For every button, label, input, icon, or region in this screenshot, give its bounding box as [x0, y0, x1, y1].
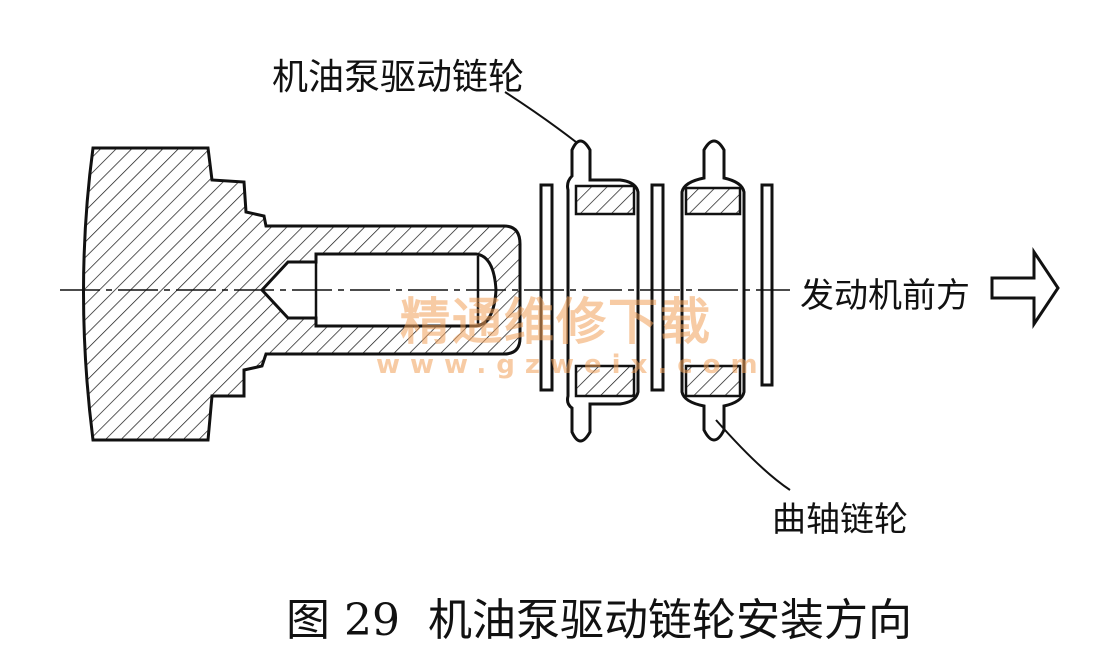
- washer-left: [539, 183, 554, 392]
- figure-title: 机油泵驱动链轮安装方向: [427, 595, 912, 646]
- leader-line-crankshaft-sprocket: [715, 419, 791, 491]
- leader-line-oil-pump-sprocket: [504, 91, 577, 143]
- washer-middle: [650, 183, 665, 392]
- washer-right: [760, 183, 774, 387]
- crankshaft-sprocket-section-top: [684, 186, 742, 216]
- figure-caption: 图 29 机油泵驱动链轮安装方向: [286, 584, 912, 648]
- engine-front-label: 发动机前方: [800, 276, 970, 316]
- oil-pump-sprocket-label: 机油泵驱动链轮: [272, 57, 525, 98]
- crankshaft-sprocket-label: 曲轴链轮: [772, 500, 908, 540]
- right-arrow-outline-icon: [990, 247, 1060, 329]
- figure-number: 图 29: [286, 595, 400, 646]
- oil-pump-sprocket-hub-section-bottom: [574, 364, 636, 398]
- crankshaft-sprocket-section-bottom: [684, 364, 742, 398]
- oil-pump-sprocket-hub-section-top: [574, 184, 636, 216]
